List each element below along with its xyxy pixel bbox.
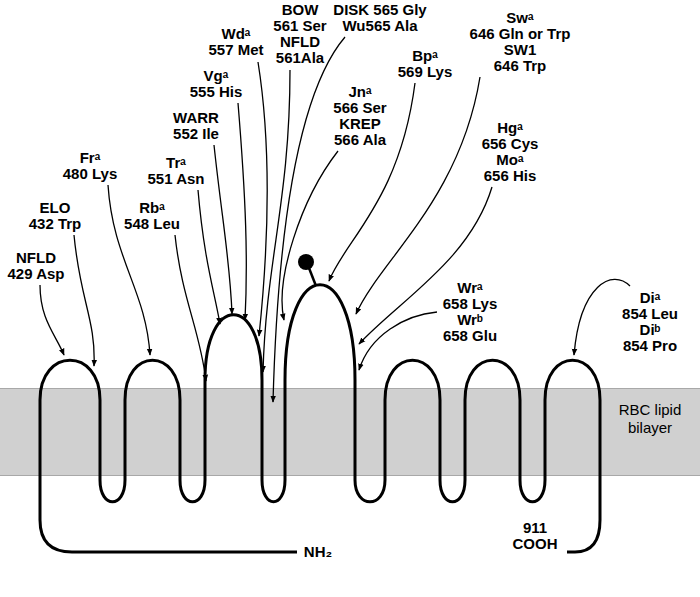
leader-line	[258, 62, 267, 336]
label-line: 656 Cys	[482, 135, 539, 152]
blood-group-label: Wrᵇ 658 Glu	[441, 312, 499, 344]
blood-group-label: DISK 565 Gly	[333, 2, 426, 18]
blood-group-label: Wrᵃ 658 Lys	[441, 280, 499, 312]
leader-line	[198, 190, 220, 324]
label-line: 429 Asp	[8, 265, 65, 282]
label-line: 658 Lys	[443, 295, 498, 312]
label-line: 569 Lys	[398, 63, 453, 80]
blood-group-label: 911 COOH	[511, 520, 559, 552]
label-line: 551 Asn	[148, 170, 205, 187]
label-line: 555 His	[190, 83, 243, 100]
blood-group-label: Frᵃ 480 Lys	[61, 150, 119, 182]
label-line: 566 Ser	[333, 99, 386, 116]
leader-line	[282, 151, 338, 320]
leader-line	[574, 279, 630, 355]
label-line: 557 Met	[208, 41, 263, 58]
lipid-bilayer-band	[0, 388, 700, 476]
blood-group-label: ELO 432 Trp	[27, 200, 83, 232]
glycan-stalk	[309, 268, 316, 286]
leader-line	[273, 37, 345, 402]
label-line: 432 Trp	[29, 215, 82, 232]
label-line: 561Ala	[276, 49, 324, 66]
lipid-bilayer: RBC lipid bilayer	[0, 388, 700, 476]
leader-line	[175, 235, 206, 381]
blood-group-label: Diᵇ 854 Pro	[621, 322, 679, 354]
band-label: RBC lipid bilayer	[608, 401, 692, 437]
blood-group-label: Diᵃ 854 Leu	[621, 290, 680, 322]
blood-group-label: SW1 646 Trp	[492, 42, 548, 74]
label-line: 658 Glu	[443, 327, 497, 344]
label-line: COOH	[513, 535, 558, 552]
blood-group-label: Wu565 Ala	[342, 18, 417, 34]
blood-group-label: Jnᵃ 566 Ser	[332, 84, 389, 116]
blood-group-label: NH₂	[304, 544, 332, 560]
label-line: 561 Ser	[273, 17, 326, 34]
blood-group-label: Vgᵃ 555 His	[188, 68, 244, 100]
protein-chain	[40, 285, 600, 552]
label-line: 854 Pro	[623, 337, 677, 354]
blood-group-label: NFLD 429 Asp	[6, 250, 66, 282]
blood-group-label: Bpᵃ 569 Lys	[396, 48, 454, 80]
blood-group-label: Trᵃ 551 Asn	[146, 155, 206, 187]
blood-group-label: Wdᵃ 557 Met	[207, 26, 266, 58]
blood-group-label: Moᵃ 656 His	[482, 152, 538, 184]
blood-group-label: NFLD 561Ala	[274, 34, 326, 66]
label-line: 552 Ile	[173, 125, 219, 142]
leader-line	[74, 235, 94, 366]
label-line: 656 His	[484, 167, 537, 184]
label-line: 548 Leu	[124, 215, 180, 232]
label-line: 480 Lys	[63, 165, 118, 182]
leader-line	[238, 103, 246, 320]
label-line: 566 Ala	[334, 131, 386, 148]
leader-line	[329, 83, 415, 281]
label-line: 646 Trp	[494, 57, 547, 74]
blood-group-label: WARR 552 Ile	[172, 110, 221, 142]
blood-group-label: Rbᵃ 548 Leu	[123, 200, 182, 232]
blood-group-label: Swᵃ 646 Gln or Trp	[468, 10, 572, 42]
label-line: 646 Gln or Trp	[470, 25, 571, 42]
glycan-ball	[298, 254, 314, 270]
leader-line	[214, 145, 232, 314]
blood-group-label: KREP 566 Ala	[333, 116, 388, 148]
blood-group-label: BOW 561 Ser	[272, 2, 329, 34]
bilayer-edge	[0, 475, 700, 476]
leader-line	[40, 285, 64, 355]
bilayer-edge	[0, 388, 700, 389]
leader-line	[359, 312, 437, 370]
blood-group-label: Hgᵃ 656 Cys	[480, 120, 540, 152]
label-line: 854 Leu	[622, 305, 678, 322]
